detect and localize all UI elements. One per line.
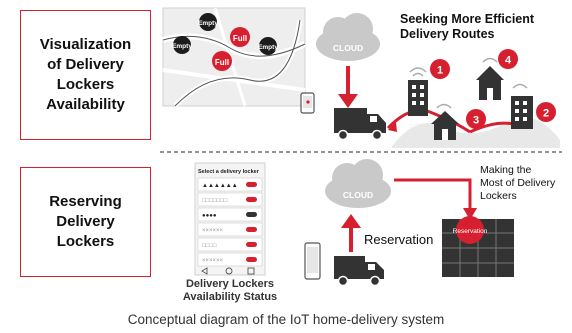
map-pin: Full — [230, 27, 250, 47]
map-pin: Empty — [258, 37, 278, 55]
reserving-label-line: Delivery — [56, 213, 115, 230]
availability-map — [162, 7, 307, 108]
app-row: ▲▲▲▲▲▲ — [197, 177, 263, 192]
reservation-badge: Reservation — [453, 216, 488, 244]
svg-text:▲▲▲▲▲▲: ▲▲▲▲▲▲ — [202, 183, 238, 189]
house-icon — [431, 103, 459, 140]
map-pin: Empty — [172, 36, 192, 54]
app-row: □□□□ — [197, 237, 263, 252]
map-pin-label: Empty — [172, 43, 192, 50]
map-pin: Empty — [198, 13, 218, 31]
visualization-label-line: of Delivery — [47, 56, 124, 73]
svg-text:4: 4 — [505, 55, 512, 67]
svg-text:3: 3 — [473, 115, 479, 127]
making-most-line: Lockers — [480, 190, 517, 202]
office-building-icon — [408, 67, 428, 116]
stop-marker-1: 1 — [430, 59, 450, 79]
making-most-line: Most of Delivery — [480, 177, 556, 189]
map-pin-label: Full — [233, 34, 247, 43]
delivery-truck-icon — [334, 108, 386, 141]
availability-status-line: Availability Status — [182, 291, 278, 303]
svg-text:□□□□: □□□□ — [202, 243, 217, 249]
reserving-label-line: Lockers — [56, 233, 115, 250]
availability-status-label: Delivery Lockers Availability Status — [175, 278, 285, 304]
app-row: ×××××× — [197, 222, 263, 237]
reserving-label-box: Reserving Delivery Lockers — [20, 167, 151, 277]
cloud-label: CLOUD — [343, 190, 373, 200]
svg-text:1: 1 — [437, 65, 443, 77]
svg-text:□□□□□□□: □□□□□□□ — [202, 198, 228, 204]
app-title: Select a delivery locker — [198, 169, 260, 175]
visualization-label-line: Visualization — [39, 36, 132, 53]
route-heading: Seeking More Efficient Delivery Routes — [400, 12, 534, 42]
svg-text:●●●●: ●●●● — [202, 213, 217, 219]
visualization-label-line: Lockers — [56, 76, 115, 93]
app-row: ●●●● — [197, 207, 263, 222]
stop-marker-4: 4 — [498, 49, 518, 69]
reservation-label: Reservation — [364, 232, 434, 247]
map-pin: Full — [212, 51, 232, 71]
svg-text:××××××: ×××××× — [202, 258, 224, 264]
house-icon — [476, 57, 504, 100]
cloud-to-locker-arrow — [394, 178, 477, 220]
map-pin-label: Full — [215, 58, 229, 67]
stop-marker-3: 3 — [466, 109, 486, 129]
smartphone-icon — [300, 92, 315, 114]
smartphone-icon — [304, 242, 321, 280]
stop-marker-2: 2 — [536, 102, 556, 122]
map-pin-label: Empty — [258, 44, 278, 51]
map-pin-label: Empty — [198, 20, 218, 27]
visualization-label-box: Visualization of Delivery Lockers Availa… — [20, 10, 151, 140]
cloud-icon: CLOUD — [325, 159, 391, 208]
availability-status-line: Delivery Lockers — [185, 278, 275, 290]
making-most-line: Making the — [480, 164, 532, 176]
office-building-icon — [511, 83, 533, 129]
making-most-label: Making the Most of Delivery Lockers — [480, 164, 555, 203]
svg-text:Reservation: Reservation — [453, 228, 488, 235]
route-heading-line: Delivery Routes — [400, 27, 495, 41]
cloud-icon: CLOUD — [316, 13, 380, 61]
route-heading-line: Seeking More Efficient — [400, 12, 535, 26]
up-arrow-icon — [341, 214, 361, 252]
cloud-label: CLOUD — [333, 43, 363, 53]
svg-text:2: 2 — [543, 108, 549, 120]
diagram-caption: Conceptual diagram of the IoT home-deliv… — [127, 312, 445, 327]
visualization-label-line: Availability — [46, 96, 125, 113]
down-arrow-icon — [338, 66, 358, 108]
svg-text:××××××: ×××××× — [202, 228, 224, 234]
app-row: ×××××× — [197, 252, 263, 267]
app-nav-bar — [201, 267, 255, 275]
app-row: □□□□□□□ — [197, 192, 263, 207]
delivery-truck-icon — [334, 256, 384, 287]
reserving-label-line: Reserving — [49, 193, 122, 210]
